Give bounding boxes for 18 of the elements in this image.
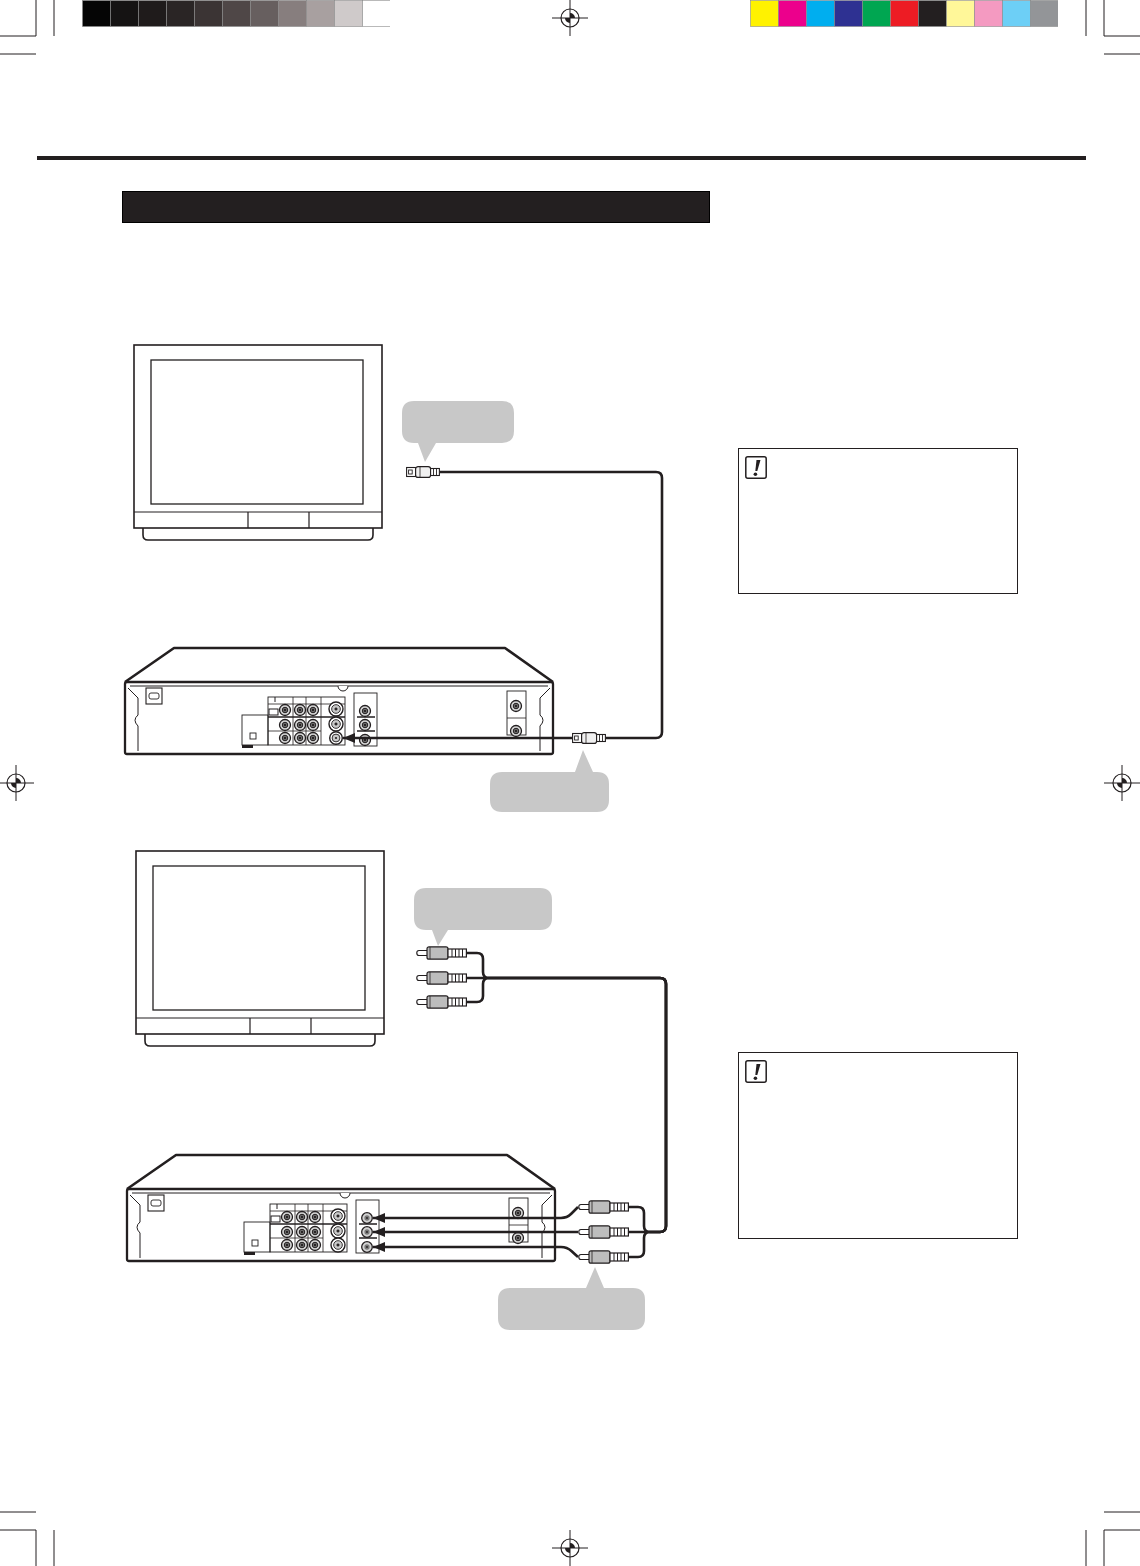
- header-bar: [122, 191, 710, 223]
- speech-bubble: [414, 888, 552, 946]
- plug-icon: [416, 971, 467, 985]
- plug-icon: [416, 995, 467, 1009]
- tv-illustration: [133, 344, 383, 541]
- plug-icon: [578, 1200, 629, 1214]
- speech-bubble: [498, 1267, 645, 1330]
- speech-bubble: [490, 750, 609, 812]
- note-box: [738, 1052, 1018, 1239]
- plug-icon: [578, 1250, 629, 1264]
- note-box: [738, 448, 1018, 594]
- tv-illustration: [135, 850, 385, 1047]
- cable-line: [440, 470, 664, 740]
- speech-bubble: [402, 401, 514, 462]
- plug-icon: [406, 466, 440, 478]
- plug-icon: [416, 946, 467, 960]
- plug-icon: [572, 732, 606, 744]
- plug-icon: [578, 1225, 629, 1239]
